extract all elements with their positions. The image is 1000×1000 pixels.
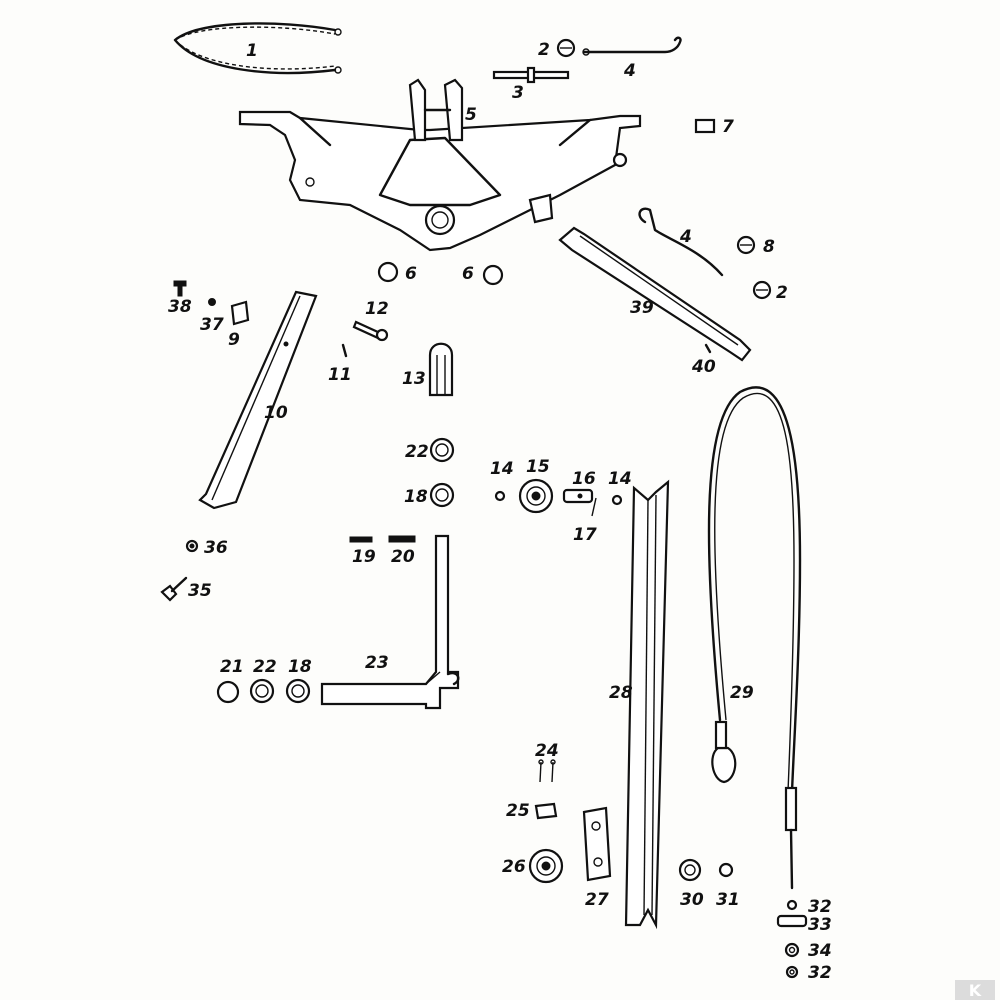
label-21: 21 bbox=[220, 657, 244, 677]
part-14-clip-right bbox=[611, 494, 623, 506]
part-7-block bbox=[694, 118, 716, 134]
part-18-washer-upper bbox=[429, 482, 455, 508]
label-37: 37 bbox=[200, 315, 224, 335]
label-24: 24 bbox=[535, 741, 559, 761]
label-23: 23 bbox=[365, 653, 389, 673]
part-27-bracket bbox=[582, 806, 612, 882]
part-39-arm bbox=[558, 226, 752, 362]
part-2-pin-head-top bbox=[556, 38, 576, 58]
label-9: 9 bbox=[228, 330, 240, 350]
label-34: 34 bbox=[808, 941, 832, 961]
part-21-ring bbox=[216, 680, 240, 704]
label-8: 8 bbox=[763, 237, 775, 257]
part-31-circlip bbox=[718, 862, 734, 878]
part-18-washer-lower bbox=[285, 678, 311, 704]
svg-text:K: K bbox=[969, 981, 982, 1000]
label-20: 20 bbox=[391, 547, 415, 567]
label-29: 29 bbox=[730, 683, 754, 703]
label-13: 13 bbox=[402, 369, 426, 389]
label-2-top: 2 bbox=[538, 40, 550, 60]
part-19-shim bbox=[349, 536, 373, 543]
label-22-upper: 22 bbox=[405, 442, 429, 462]
part-34-washer bbox=[784, 942, 800, 958]
part-22-washer-upper bbox=[429, 437, 455, 463]
label-6-left: 6 bbox=[405, 264, 417, 284]
label-15: 15 bbox=[526, 457, 550, 477]
part-33-plate bbox=[776, 914, 808, 928]
brand-logo: K bbox=[955, 980, 995, 1000]
part-10-bar bbox=[198, 290, 318, 510]
part-38-bolt bbox=[173, 280, 187, 297]
label-19: 19 bbox=[352, 547, 376, 567]
label-28: 28 bbox=[609, 683, 633, 703]
part-4-wire-top bbox=[582, 36, 682, 56]
part-labels: 1 2 4 3 5 7 4 8 6 6 2 38 37 9 12 39 11 4… bbox=[168, 40, 832, 983]
label-32-upper: 32 bbox=[808, 897, 832, 917]
part-6-ball-right bbox=[482, 264, 504, 286]
label-1: 1 bbox=[246, 41, 258, 61]
part-8-pin-head bbox=[736, 235, 756, 255]
part-6-ball-left bbox=[377, 261, 399, 283]
part-36-washer bbox=[185, 539, 199, 553]
label-32-lower: 32 bbox=[808, 963, 832, 983]
label-3: 3 bbox=[512, 83, 524, 103]
label-36: 36 bbox=[204, 538, 228, 558]
label-26: 26 bbox=[502, 857, 526, 877]
part-17-leader bbox=[591, 497, 597, 517]
label-35: 35 bbox=[188, 581, 212, 601]
label-27: 27 bbox=[585, 890, 609, 910]
label-31: 31 bbox=[716, 890, 740, 910]
label-2-right: 2 bbox=[776, 283, 788, 303]
label-40: 40 bbox=[691, 357, 716, 377]
label-16: 16 bbox=[572, 469, 596, 489]
part-16-bushing bbox=[562, 488, 594, 504]
label-38: 38 bbox=[168, 297, 192, 317]
part-15-pulley bbox=[518, 478, 554, 514]
label-30: 30 bbox=[680, 890, 704, 910]
label-4-right: 4 bbox=[679, 227, 692, 247]
part-3-pin bbox=[492, 66, 570, 84]
label-14-left: 14 bbox=[490, 459, 514, 479]
part-1-chain bbox=[173, 22, 342, 75]
part-11-split-pin bbox=[341, 343, 348, 358]
part-4-wire-right bbox=[638, 207, 724, 277]
label-14-right: 14 bbox=[608, 469, 632, 489]
part-32-nut-upper bbox=[786, 899, 798, 911]
label-18-upper: 18 bbox=[404, 487, 428, 507]
part-20-shim bbox=[388, 535, 416, 543]
label-12: 12 bbox=[365, 299, 389, 319]
part-13-clevis bbox=[428, 342, 454, 397]
label-25: 25 bbox=[506, 801, 530, 821]
part-37-nut bbox=[208, 298, 216, 306]
part-25-block bbox=[534, 802, 558, 820]
part-2-pin-head-right bbox=[752, 280, 772, 300]
label-4-top: 4 bbox=[623, 61, 636, 81]
part-40-pin bbox=[704, 343, 712, 354]
part-12-pin bbox=[352, 320, 389, 342]
label-7: 7 bbox=[722, 117, 734, 137]
label-18-lower: 18 bbox=[288, 657, 312, 677]
part-32-nut-lower bbox=[785, 965, 799, 979]
part-5-a-frame bbox=[238, 78, 642, 252]
part-29-cable bbox=[707, 386, 802, 890]
label-22-lower: 22 bbox=[253, 657, 277, 677]
label-39: 39 bbox=[630, 298, 654, 318]
label-10: 10 bbox=[264, 403, 288, 423]
part-14-clip-left bbox=[494, 490, 506, 502]
part-22-washer-lower bbox=[249, 678, 275, 704]
label-11: 11 bbox=[328, 365, 352, 385]
part-9-plate bbox=[230, 300, 250, 326]
part-24-split-pins bbox=[538, 759, 556, 783]
label-5: 5 bbox=[465, 105, 477, 125]
label-6-right: 6 bbox=[462, 264, 474, 284]
label-17: 17 bbox=[573, 525, 597, 545]
part-23-l-shaft bbox=[320, 534, 460, 710]
part-30-bushing bbox=[678, 858, 702, 882]
label-33: 33 bbox=[808, 915, 832, 935]
part-28-channel bbox=[624, 479, 670, 930]
part-26-pulley bbox=[528, 848, 564, 884]
part-35-bolt bbox=[160, 576, 188, 602]
